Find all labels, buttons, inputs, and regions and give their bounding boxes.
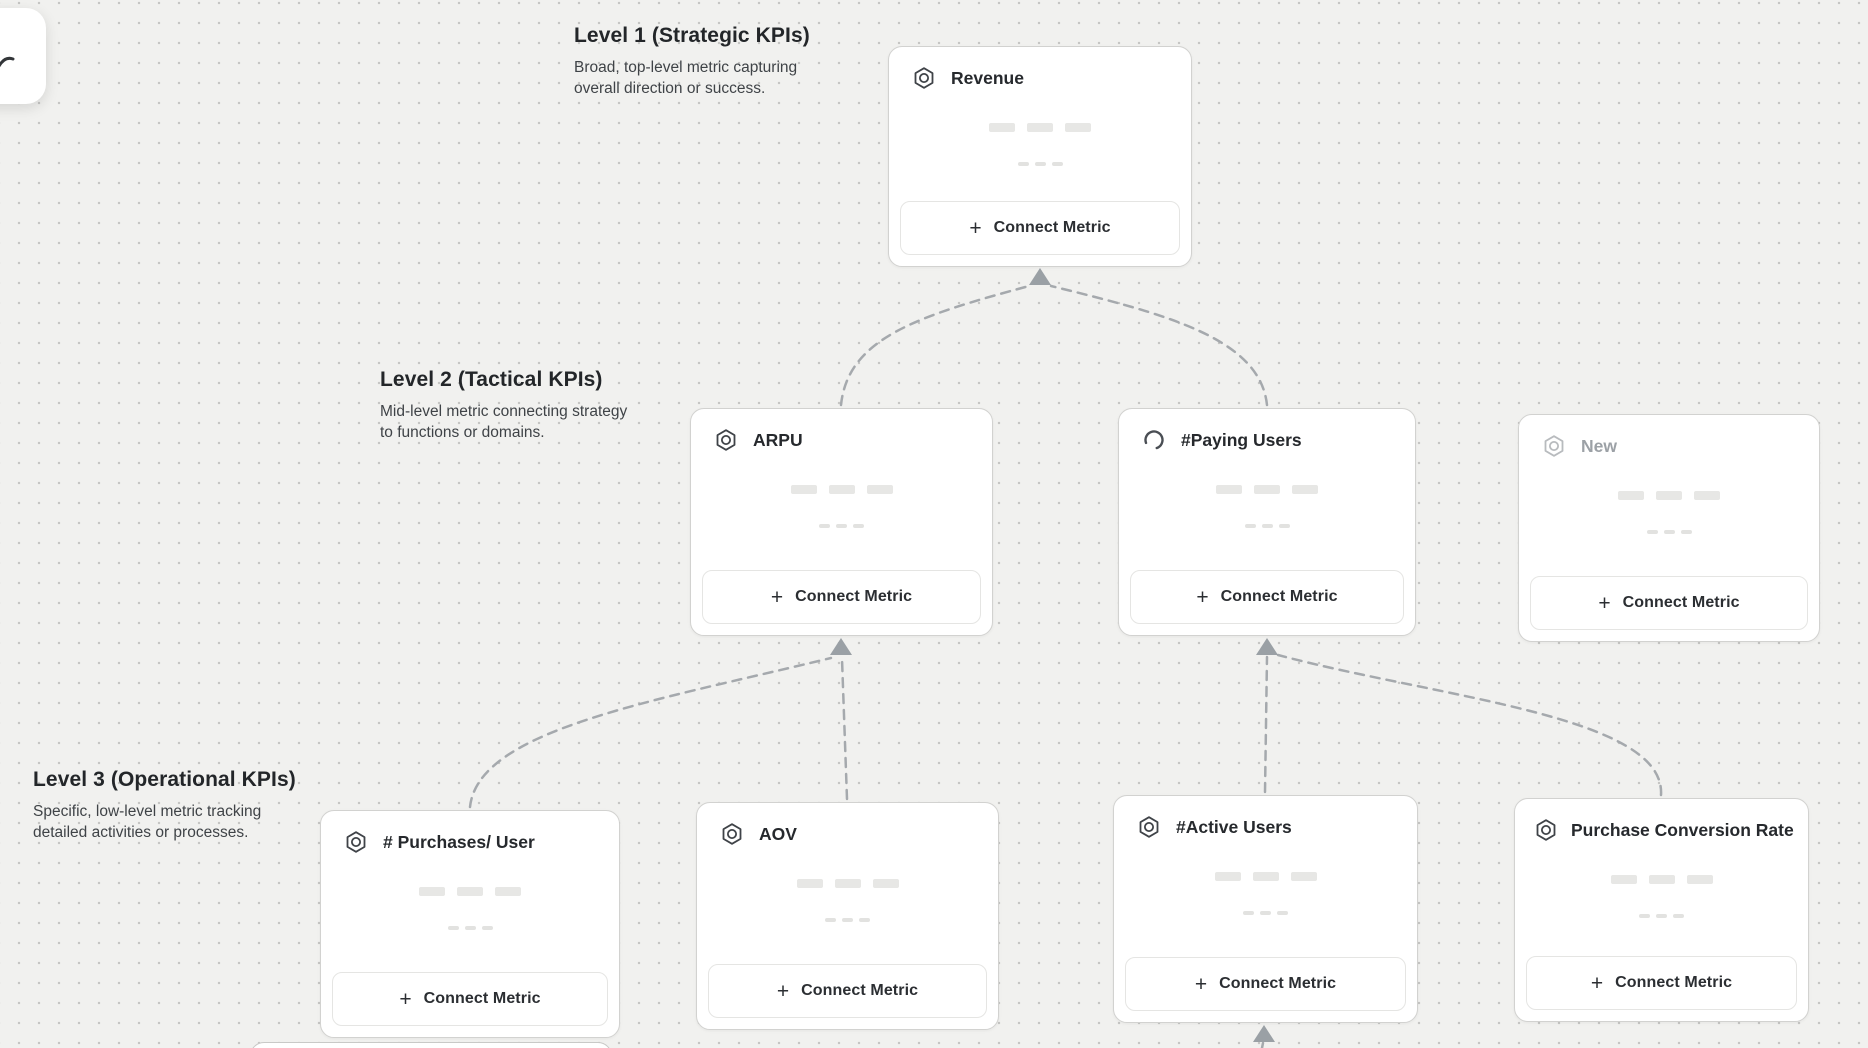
card-title: # Purchases/ User — [383, 831, 535, 852]
chart-skeleton-dashes — [691, 524, 992, 528]
connect-metric-button[interactable]: + Connect Metric — [900, 201, 1180, 255]
metric-card-revenue[interactable]: Revenue + Connect Metric — [888, 46, 1192, 267]
hexagon-metric-icon — [1136, 814, 1162, 840]
chart-skeleton-bars — [1114, 872, 1417, 881]
card-title: #Active Users — [1176, 816, 1292, 837]
connect-metric-button[interactable]: + Connect Metric — [1130, 570, 1404, 624]
plus-icon: + — [1590, 971, 1604, 995]
card-title: Purchase Conversion Rate — [1571, 819, 1794, 840]
connector-payingusers-to-revenue — [1049, 284, 1269, 407]
hexagon-metric-icon — [1541, 433, 1567, 459]
chart-skeleton-dashes — [889, 162, 1191, 166]
chart-skeleton-bars — [1515, 875, 1808, 884]
connector-pcr-to-payingusers — [1276, 653, 1663, 797]
pen-stroke-icon — [0, 56, 15, 68]
card-title: AOV — [759, 823, 797, 844]
chart-skeleton-bars — [697, 879, 998, 888]
connect-metric-label: Connect Metric — [795, 588, 913, 605]
plus-icon: + — [776, 979, 790, 1003]
level-3-title: Level 3 (Operational KPIs) — [33, 768, 296, 791]
plus-icon: + — [770, 585, 784, 609]
metric-card-purchase-conversion-rate[interactable]: Purchase Conversion Rate + Connect Metri… — [1514, 798, 1809, 1022]
hexagon-metric-icon — [713, 427, 739, 453]
arrowhead-up-revenue — [1029, 268, 1051, 285]
plus-icon: + — [399, 987, 412, 1011]
card-header: Purchase Conversion Rate — [1533, 817, 1794, 843]
arrowhead-up-arpu — [830, 638, 852, 655]
connect-metric-button[interactable]: + Connect Metric — [1526, 956, 1797, 1010]
metric-card-paying-users[interactable]: #Paying Users + Connect Metric — [1118, 408, 1416, 636]
level-1-description: Broad, top-level metric capturing overal… — [574, 59, 798, 97]
connector-activeusers-to-payingusers — [1263, 655, 1269, 794]
chart-skeleton-dashes — [1519, 530, 1819, 534]
metric-card-arpu[interactable]: ARPU + Connect Metric — [690, 408, 993, 636]
plus-icon: + — [1196, 585, 1209, 609]
loading-spinner-icon — [1141, 427, 1167, 453]
metric-card-purchases-per-user[interactable]: # Purchases/ User + Connect Metric — [320, 810, 620, 1038]
metric-card-active-users[interactable]: #Active Users + Connect Metric — [1113, 795, 1418, 1023]
level-1-label: Level 1 (Strategic KPIs) Broad, top-leve… — [574, 24, 844, 99]
connector-arpu-to-revenue — [839, 284, 1031, 407]
connector-offscreen-to-activeusers — [1260, 1041, 1265, 1048]
card-title: ARPU — [753, 429, 803, 450]
connect-metric-button[interactable]: + Connect Metric — [708, 964, 987, 1018]
card-title: New — [1581, 435, 1617, 456]
card-title: #Paying Users — [1181, 429, 1302, 450]
card-header: New — [1541, 433, 1617, 459]
connect-metric-button[interactable]: + Connect Metric — [1125, 957, 1406, 1011]
connector-aov-to-arpu — [840, 657, 849, 801]
connect-metric-label: Connect Metric — [993, 219, 1111, 236]
toolbar-flyout-button[interactable] — [0, 8, 46, 104]
metric-card-aov[interactable]: AOV + Connect Metric — [696, 802, 999, 1030]
chart-skeleton-bars — [691, 485, 992, 494]
metric-card-new[interactable]: New + Connect Metric — [1518, 414, 1820, 642]
connect-metric-label: Connect Metric — [801, 982, 919, 999]
level-1-title: Level 1 (Strategic KPIs) — [574, 24, 810, 47]
level-2-title: Level 2 (Tactical KPIs) — [380, 368, 603, 391]
chart-skeleton-bars — [1119, 485, 1415, 494]
chart-skeleton-bars — [1519, 491, 1819, 500]
connect-metric-button[interactable]: + Connect Metric — [702, 570, 981, 624]
chart-skeleton-dashes — [1515, 914, 1808, 918]
card-header: ARPU — [713, 427, 803, 453]
level-2-description: Mid-level metric connecting strategy to … — [380, 403, 628, 441]
connect-metric-label: Connect Metric — [423, 990, 541, 1007]
card-title: Revenue — [951, 67, 1024, 88]
hexagon-metric-icon — [343, 829, 369, 855]
level-2-label: Level 2 (Tactical KPIs) Mid-level metric… — [380, 368, 630, 443]
metric-card-partial-offscreen[interactable] — [250, 1042, 612, 1048]
card-header: #Paying Users — [1141, 427, 1302, 453]
card-header: Revenue — [911, 65, 1024, 91]
arrowhead-up-payingusers — [1256, 638, 1278, 655]
connect-metric-button[interactable]: + Connect Metric — [1530, 576, 1808, 630]
plus-icon: + — [969, 216, 982, 240]
card-header: AOV — [719, 821, 797, 847]
connect-metric-label: Connect Metric — [1219, 975, 1337, 992]
level-3-description: Specific, low-level metric tracking deta… — [33, 803, 262, 841]
connect-metric-button[interactable]: + Connect Metric — [332, 972, 608, 1026]
chart-skeleton-bars — [889, 123, 1191, 132]
plus-icon: + — [1194, 972, 1208, 996]
card-header: # Purchases/ User — [343, 829, 535, 855]
chart-skeleton-dashes — [1114, 911, 1417, 915]
chart-skeleton-dashes — [321, 926, 619, 930]
connector-purchases-to-arpu — [468, 656, 833, 809]
hexagon-metric-icon — [911, 65, 937, 91]
chart-skeleton-dashes — [697, 918, 998, 922]
chart-skeleton-bars — [321, 887, 619, 896]
hexagon-metric-icon — [719, 821, 745, 847]
connect-metric-label: Connect Metric — [1622, 594, 1740, 611]
card-header: #Active Users — [1136, 814, 1292, 840]
connect-metric-label: Connect Metric — [1615, 974, 1733, 991]
chart-skeleton-dashes — [1119, 524, 1415, 528]
connect-metric-label: Connect Metric — [1220, 588, 1338, 605]
level-3-label: Level 3 (Operational KPIs) Specific, low… — [33, 768, 303, 843]
arrowhead-up-activeusers — [1253, 1025, 1275, 1042]
hexagon-metric-icon — [1533, 817, 1559, 843]
plus-icon: + — [1598, 591, 1611, 615]
